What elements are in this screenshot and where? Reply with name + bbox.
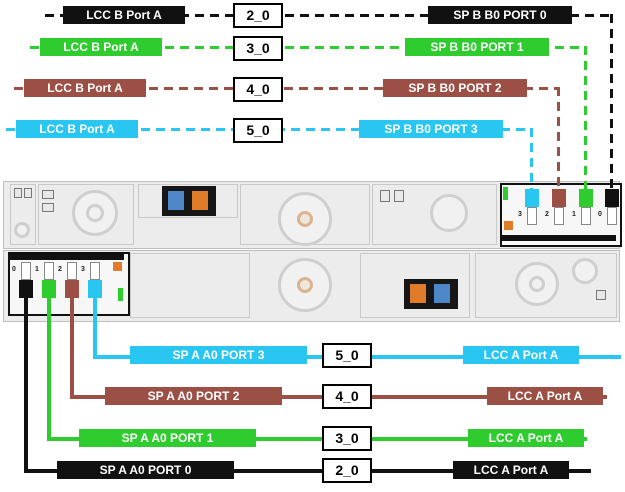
port-number-label: 0: [12, 266, 16, 273]
fan-hub: [86, 204, 104, 222]
cable-a-port0-vline: [24, 290, 28, 473]
sp-a-port-3-tab: [90, 262, 100, 280]
lcc-b-port-a-label-2: LCC B Port A: [24, 79, 146, 97]
cable-b-port0-hline: [45, 14, 613, 17]
lcc-b-port-a-label-0: LCC B Port A: [63, 6, 185, 24]
sp-b-b0-port-1-label: SP B B0 PORT 1: [405, 38, 549, 56]
sas-port-blue: [434, 284, 450, 303]
fan-circle: [572, 258, 598, 284]
sas-port-orange: [192, 191, 208, 210]
cable-b-port0-vline: [610, 14, 613, 196]
sp-b-port-3-connector: [525, 189, 539, 207]
connector-chip: [42, 203, 54, 212]
led-strip-green: [503, 187, 508, 200]
port-number-label: 2: [58, 266, 62, 273]
sp-b-b0-port-0-label: SP B B0 PORT 0: [428, 6, 572, 24]
port-number-label: 2: [545, 211, 549, 218]
power-supply-module: [475, 253, 617, 318]
fan-circle: [515, 262, 559, 306]
port-number-label: 1: [572, 211, 576, 218]
sp-a-a0-port-0-label: SP A A0 PORT 0: [57, 461, 234, 479]
sp-a-port-1-connector: [42, 280, 56, 298]
connector-chip: [394, 190, 404, 202]
cable-a-port3-vline: [93, 290, 97, 359]
connector-chip: [24, 188, 32, 198]
lcc-a-port-a-label-1: LCC A Port A: [468, 429, 584, 447]
sp-b-port-1-tab: [581, 207, 591, 225]
sp-a-port-0-tab: [21, 262, 31, 280]
block-bottom-bar: [502, 235, 616, 241]
cable-a-port1-hline: [47, 437, 587, 441]
cable-b-port2-vline: [557, 87, 560, 196]
sas-port-pair-top: [162, 186, 216, 216]
sp-a-sas-port-block: 0 1 2 3: [8, 252, 130, 316]
enclosure-id-badge: 2_0: [233, 3, 283, 28]
sp-a-a0-port-2-label: SP A A0 PORT 2: [105, 387, 282, 405]
sp-a-port-1-tab: [44, 262, 54, 280]
enclosure-id-badge: 5_0: [322, 343, 372, 368]
enclosure-id-badge: 4_0: [233, 77, 283, 102]
port-number-label: 3: [81, 266, 85, 273]
status-square-orange: [113, 262, 122, 271]
sp-b-port-2-connector: [552, 189, 566, 207]
cable-b-port1-hline: [30, 46, 587, 49]
blower-hub: [297, 211, 313, 227]
module-outline: [138, 184, 238, 218]
module-outline: [10, 184, 36, 245]
lcc-b-port-a-label-3: LCC B Port A: [16, 120, 138, 138]
enclosure-id-badge: 5_0: [233, 118, 283, 143]
blower-hub: [297, 277, 313, 293]
sp-a-a0-port-3-label: SP A A0 PORT 3: [130, 346, 307, 364]
block-top-bar: [10, 254, 124, 260]
enclosure-id-badge: 4_0: [322, 384, 372, 409]
module-outline: [130, 253, 250, 318]
status-square-orange: [504, 221, 513, 230]
enclosure-id-badge: 3_0: [233, 36, 283, 61]
sp-b-b0-port-2-label: SP B B0 PORT 2: [383, 79, 527, 97]
connector-chip: [14, 188, 22, 198]
sas-port-blue: [168, 191, 184, 210]
connector-chip: [596, 290, 606, 300]
port-number-label: 1: [35, 266, 39, 273]
led-strip-green: [118, 288, 123, 301]
port-number-label: 0: [598, 211, 602, 218]
enclosure-id-badge: 3_0: [322, 426, 372, 451]
lcc-a-port-a-label-2: LCC A Port A: [487, 387, 603, 405]
port-number-label: 3: [518, 211, 522, 218]
sp-a-port-2-tab: [67, 262, 77, 280]
cable-b-port2-hline: [14, 87, 560, 90]
enclosure-id-badge: 2_0: [322, 458, 372, 483]
module-outline: [372, 184, 497, 245]
sp-a-port-0-connector: [19, 280, 33, 298]
cable-b-port3-vline: [530, 128, 533, 196]
lcc-b-port-a-label-1: LCC B Port A: [40, 38, 162, 56]
fan-hub: [529, 276, 545, 292]
sp-b-sas-port-block: 3 2 1 0: [500, 183, 622, 247]
sp-b-port-3-tab: [527, 207, 537, 225]
fan-circle: [14, 222, 30, 238]
sp-b-port-2-tab: [554, 207, 564, 225]
sp-a-port-2-connector: [65, 280, 79, 298]
sp-b-port-1-connector: [579, 189, 593, 207]
fan-circle: [430, 194, 468, 232]
lcc-a-port-a-label-0: LCC A Port A: [453, 461, 569, 479]
sp-a-a0-port-1-label: SP A A0 PORT 1: [79, 429, 256, 447]
sp-b-b0-port-3-label: SP B B0 PORT 3: [359, 120, 503, 138]
sp-b-port-0-tab: [607, 207, 617, 225]
cable-b-port1-vline: [584, 46, 587, 196]
cable-a-port2-vline: [70, 290, 74, 399]
connector-chip: [42, 190, 54, 199]
module-outline: [360, 253, 470, 318]
sas-port-orange: [410, 284, 426, 303]
connector-chip: [380, 190, 390, 202]
sp-b-port-0-connector: [605, 189, 619, 207]
cable-a-port1-vline: [47, 290, 51, 441]
sas-port-pair-bottom: [404, 279, 458, 309]
power-supply-module: [38, 184, 134, 245]
lcc-a-port-a-label-3: LCC A Port A: [463, 346, 579, 364]
sp-a-port-3-connector: [88, 280, 102, 298]
cable-a-port0-hline: [24, 469, 591, 473]
